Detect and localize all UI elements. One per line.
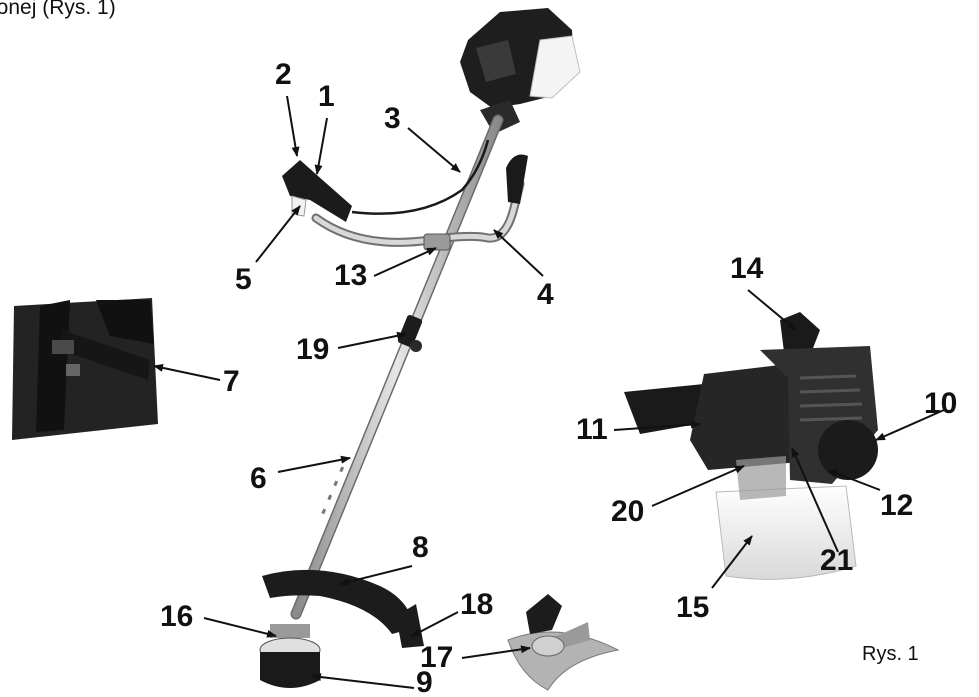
engine-unit — [624, 312, 878, 579]
callout-18: 18 — [460, 588, 493, 621]
callout-21: 21 — [820, 544, 853, 577]
callout-13: 13 — [334, 259, 367, 292]
trimmer-engine — [460, 8, 580, 134]
callout-8: 8 — [412, 531, 429, 564]
callout-5: 5 — [235, 263, 252, 296]
callout-16: 16 — [160, 600, 193, 633]
callout-4: 4 — [537, 278, 554, 311]
callout-14: 14 — [730, 252, 764, 285]
callout-10: 10 — [924, 387, 957, 420]
harness-bag — [12, 298, 158, 440]
callout-3: 3 — [384, 102, 401, 135]
callout-17: 17 — [420, 641, 453, 674]
callout-7: 7 — [223, 365, 240, 398]
callout-2: 2 — [275, 58, 292, 91]
callout-11: 11 — [576, 413, 608, 446]
callout-6: 6 — [250, 462, 267, 495]
cutting-blade — [508, 594, 618, 690]
callout-19: 19 — [296, 333, 329, 366]
callout-20: 20 — [611, 495, 644, 528]
handlebar — [282, 140, 528, 250]
callout-1: 1 — [318, 80, 335, 113]
callout-12: 12 — [880, 489, 913, 522]
callout-15: 15 — [676, 591, 709, 624]
header-fragment: ionej (Rys. 1) — [0, 0, 116, 19]
figure-caption: Rys. 1 — [862, 643, 919, 665]
